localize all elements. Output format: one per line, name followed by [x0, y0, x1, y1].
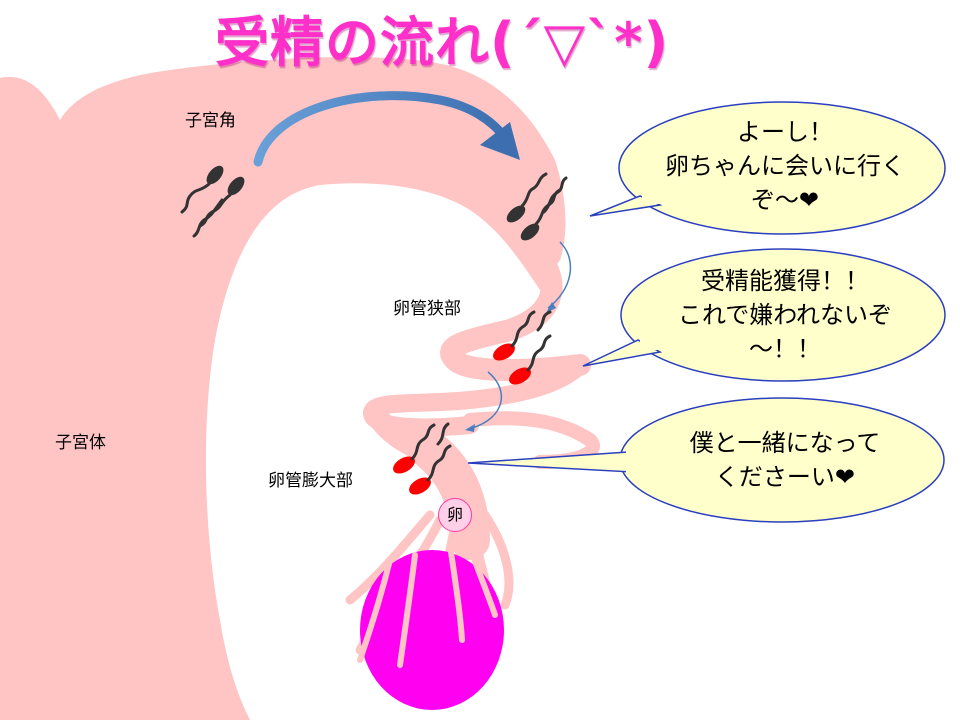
label-isthmus: 卵管狭部 [393, 299, 461, 319]
migration-arrow-3-head [465, 424, 475, 432]
sperm-group-horn [180, 165, 245, 238]
speech-bubble-3-text: 僕と一緒になって くださーい❤ [689, 429, 881, 491]
ovary-fimbriae-overlay [357, 542, 498, 668]
label-uterine-body: 子宮体 [55, 433, 106, 453]
uterus-shape [0, 56, 566, 720]
page-title: 受精の流れ(´▽`*) [215, 11, 670, 74]
ovary [360, 550, 504, 710]
speech-bubble-2-shape [582, 248, 946, 382]
migration-arrow-2 [547, 241, 572, 309]
label-uterine-horn: 子宮角 [185, 111, 236, 131]
sperm-group-ampulla [393, 422, 452, 495]
migration-arrow-1 [253, 91, 520, 167]
sperm-group-tube-top [506, 172, 568, 241]
migration-arrow-3 [471, 371, 503, 429]
migration-arrow-2-head [546, 302, 556, 313]
speech-bubble-1-shape [589, 101, 946, 235]
speech-bubble-3-shape [467, 397, 945, 523]
egg-cell: 卵 [438, 498, 472, 532]
label-ampulla: 卵管膨大部 [268, 471, 353, 491]
speech-bubble-2-text: 受精能獲得！！ これで嫌われないぞ ～！！ [677, 267, 893, 363]
speech-bubble-1-text: よーし！ 卵ちゃんに会いに行く ぞ～❤ [665, 118, 905, 214]
sperm-group-isthmus [493, 310, 552, 385]
